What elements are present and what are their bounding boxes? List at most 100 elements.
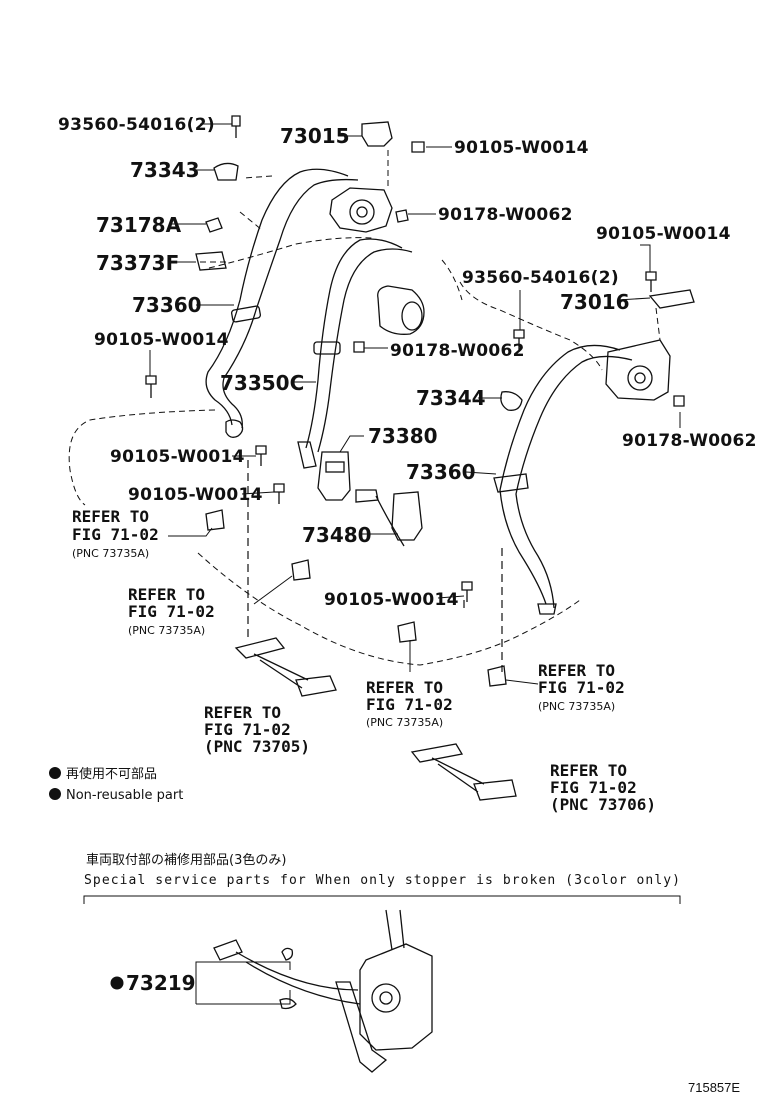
buckle-anchor-plate	[297, 441, 317, 469]
retractor-right-hub	[634, 372, 646, 384]
plate-73373F	[195, 251, 227, 271]
special-service-jp: 車両取付部の補修用部品(3色のみ)	[86, 852, 286, 868]
reference-6-line2: FIG 71-02	[550, 778, 637, 797]
special-detail-drawing	[213, 909, 433, 1073]
retractor-right-spool	[627, 365, 653, 391]
callout-90178-W0062-top: 90178-W0062	[438, 205, 573, 225]
reference-3: REFER TO FIG 71-02 (PNC 73735A)	[366, 678, 453, 729]
special-bracket	[83, 895, 681, 904]
center-retractor	[377, 285, 425, 335]
buckle-strap	[375, 495, 405, 547]
callout-90105-W0014-top: 90105-W0014	[454, 138, 589, 158]
left-belt-anchor	[225, 419, 244, 438]
callout-90105-W0014-right: 90105-W0014	[596, 224, 731, 244]
special-service-section: 車両取付部の補修用部品(3色のみ) Special service parts …	[84, 852, 680, 995]
part-callouts: 93560-54016(2) 73015 90105-W0014 73343 9…	[58, 115, 757, 610]
legend: 再使用不可部品 Non-reusable part	[66, 766, 183, 803]
callout-73360-right: 73360	[406, 460, 476, 484]
clip-4	[487, 665, 507, 687]
callout-90105-W0014-left: 90105-W0014	[94, 330, 229, 350]
center-retractor-spool	[401, 301, 423, 331]
callout-73360-left: 73360	[132, 293, 202, 317]
non-reusable-dot	[110, 976, 124, 990]
callout-73350C: 73350C	[220, 371, 304, 395]
retractor-right	[605, 339, 671, 401]
reference-1-line1: REFER TO	[72, 507, 149, 526]
callout-90105-W0014-lower: 90105-W0014	[324, 590, 459, 610]
callout-90178-W0062-center: 90178-W0062	[390, 341, 525, 361]
cover-73343	[213, 162, 239, 181]
reference-1-line2: FIG 71-02	[72, 525, 159, 544]
legend-dot-jp	[49, 767, 61, 779]
left-belt-guide	[230, 305, 262, 323]
reference-2-line2: FIG 71-02	[128, 602, 215, 621]
diagram-drawing	[49, 115, 695, 1073]
reference-4-line2: FIG 71-02	[538, 678, 625, 697]
clip-3	[397, 621, 417, 643]
retractor-spool	[349, 199, 375, 225]
callout-73373F: 73373F	[96, 251, 179, 275]
reference-2: REFER TO FIG 71-02 (PNC 73735A)	[128, 585, 215, 637]
clip-1	[205, 509, 225, 531]
callout-90105-W0014-mid2: 90105-W0014	[128, 485, 263, 505]
callout-73178A: 73178A	[96, 213, 182, 237]
reference-1-pnc: (PNC 73735A)	[72, 547, 149, 560]
callout-73380: 73380	[368, 424, 438, 448]
cover-73344	[500, 391, 523, 411]
callout-90105-W0014-mid1: 90105-W0014	[110, 447, 245, 467]
right-belt-webbing	[499, 344, 633, 609]
legend-dot-en	[49, 788, 61, 800]
right-belt-guide	[493, 473, 529, 493]
bracket-right-dash	[655, 307, 661, 341]
bolts	[145, 115, 685, 602]
rail-73705	[234, 637, 337, 697]
callout-90178-W0062-right: 90178-W0062	[622, 431, 757, 451]
buckle-73480	[391, 491, 423, 541]
retractor-top	[329, 187, 393, 233]
legend-non-reusable-en: Non-reusable part	[66, 788, 183, 803]
callout-73480: 73480	[302, 523, 372, 547]
right-belt-anchor	[537, 603, 557, 615]
callout-73015: 73015	[280, 124, 350, 148]
callout-73219: 73219	[126, 971, 196, 995]
reference-2-pnc: (PNC 73735A)	[128, 624, 205, 637]
special-service-en: Special service parts for When only stop…	[84, 873, 680, 888]
bracket-73016	[648, 289, 695, 309]
buckle-73380	[317, 451, 351, 501]
reference-5-line1: REFER TO	[204, 703, 281, 722]
figure-references: REFER TO FIG 71-02 (PNC 73735A) REFER TO…	[72, 507, 656, 814]
reference-3-pnc: (PNC 73735A)	[366, 716, 443, 729]
reference-6-pnc: (PNC 73706)	[550, 795, 656, 814]
left-belt-webbing	[205, 168, 359, 429]
callout-73016: 73016	[560, 290, 630, 314]
callout-93560-54016-upper: 93560-54016(2)	[58, 115, 215, 135]
retractor-hub	[356, 206, 368, 218]
rail-73706	[410, 743, 517, 801]
special-leader	[195, 961, 291, 1005]
callout-73344: 73344	[416, 386, 486, 410]
legend-non-reusable-jp: 再使用不可部品	[66, 766, 157, 782]
tongue-plate	[355, 489, 379, 503]
reference-3-line1: REFER TO	[366, 678, 443, 697]
reference-3-line2: FIG 71-02	[366, 695, 453, 714]
reference-5-line2: FIG 71-02	[204, 720, 291, 739]
reference-4-line1: REFER TO	[538, 661, 615, 680]
reference-4: REFER TO FIG 71-02 (PNC 73735A)	[538, 661, 625, 713]
center-belt-webbing	[305, 238, 413, 453]
reference-6: REFER TO FIG 71-02 (PNC 73706)	[550, 761, 656, 814]
buckle-release-button	[325, 461, 345, 473]
plate-73178A	[205, 217, 223, 233]
reference-2-line1: REFER TO	[128, 585, 205, 604]
callout-73343: 73343	[130, 158, 200, 182]
figure-id: 715857E	[688, 1080, 740, 1095]
bracket-73015	[361, 121, 393, 147]
reference-5-pnc: (PNC 73705)	[204, 737, 310, 756]
reference-5: REFER TO FIG 71-02 (PNC 73705)	[204, 703, 310, 756]
reference-6-line1: REFER TO	[550, 761, 627, 780]
callout-93560-54016-right: 93560-54016(2)	[462, 268, 619, 288]
leader-lines	[149, 123, 681, 685]
clip-2	[291, 559, 311, 581]
reference-1: REFER TO FIG 71-02 (PNC 73735A)	[72, 507, 159, 560]
reference-4-pnc: (PNC 73735A)	[538, 700, 615, 713]
